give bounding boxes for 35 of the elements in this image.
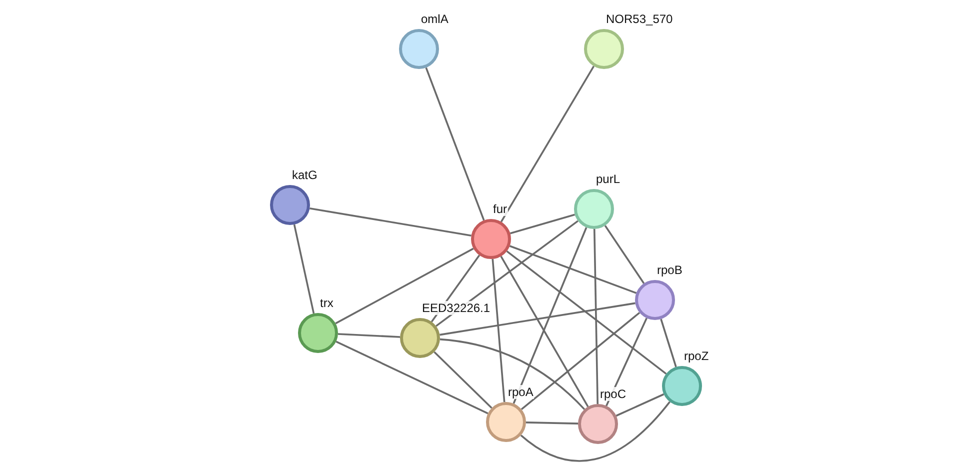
interaction-edge — [440, 302, 636, 336]
interaction-edge — [310, 207, 472, 237]
interaction-edge — [604, 225, 645, 284]
protein-label: omlA — [420, 12, 450, 26]
interaction-edge — [434, 351, 492, 409]
protein-label: rpoA — [507, 385, 534, 399]
protein-label: NOR53_570 — [605, 12, 674, 26]
interaction-edge — [520, 312, 640, 410]
interaction-edge — [593, 228, 599, 404]
interaction-edge — [293, 224, 315, 314]
protein-label: katG — [291, 168, 318, 182]
protein-label: trx — [319, 296, 334, 310]
interaction-edge — [500, 256, 589, 408]
interaction-edge — [500, 66, 595, 222]
interaction-edge — [506, 250, 667, 375]
protein-label: fur — [492, 202, 508, 216]
interaction-edge — [660, 318, 677, 368]
interaction-edge — [509, 245, 637, 294]
interaction-edge — [526, 422, 578, 424]
protein-label: rpoC — [599, 387, 628, 401]
protein-label: rpoZ — [683, 349, 710, 363]
interaction-edge — [520, 401, 670, 462]
interaction-edge — [492, 258, 506, 402]
interaction-edge — [425, 67, 485, 221]
interaction-edge — [512, 227, 588, 404]
interaction-edge — [436, 220, 578, 327]
interaction-edge — [335, 248, 474, 324]
interaction-edge — [616, 393, 664, 417]
interaction-edge — [510, 214, 576, 234]
interaction-edge — [440, 338, 586, 410]
protein-label: rpoB — [656, 263, 684, 277]
protein-label: purL — [595, 172, 622, 186]
interaction-edge — [338, 333, 400, 338]
interaction-edge — [336, 340, 488, 414]
protein-label: EED32226.1 — [421, 301, 492, 315]
